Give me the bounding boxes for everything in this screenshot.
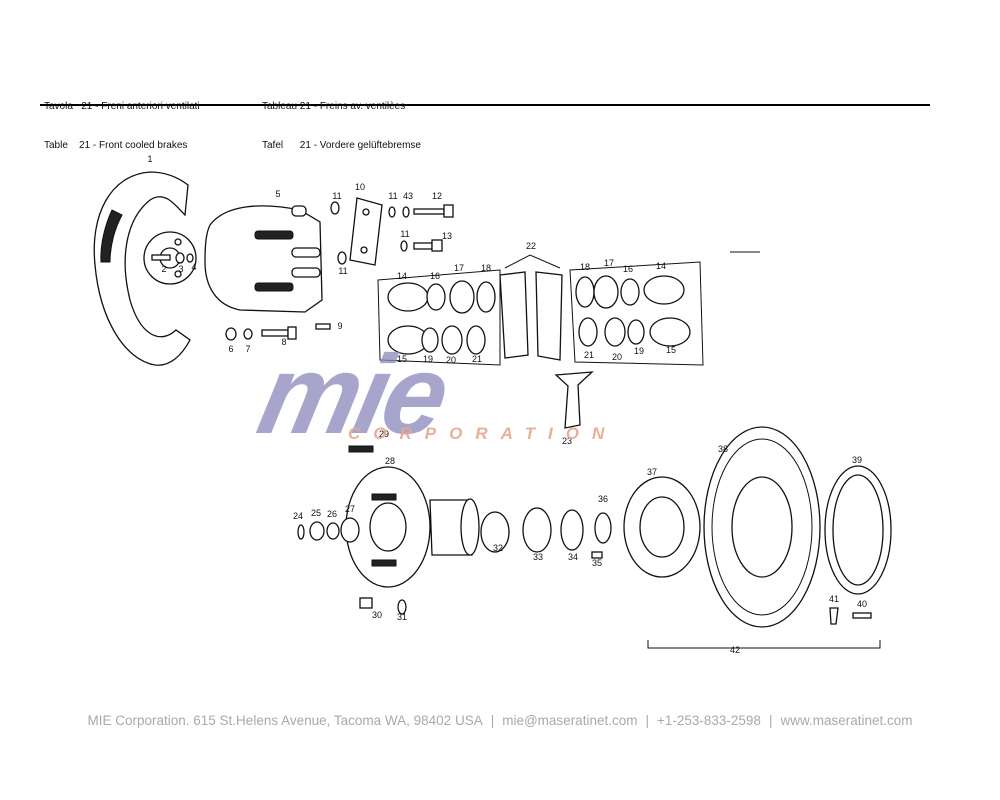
callout-number: 5 — [275, 189, 280, 199]
header-line-italian: Tavola 21 - Freni anteriori ventilati — [44, 101, 200, 112]
part-washers-bolts-6-9 — [225, 323, 331, 341]
callout-number: 43 — [403, 191, 413, 201]
callout-number: 10 — [355, 182, 365, 192]
callout-number: 19 — [423, 354, 433, 364]
part-caliper — [204, 205, 323, 313]
footer: MIE Corporation. 615 St.Helens Avenue, T… — [87, 713, 913, 728]
callout-number: 15 — [397, 354, 407, 364]
callout-number: 6 — [228, 344, 233, 354]
footer-website[interactable]: www.maseratinet.com — [780, 713, 913, 728]
callout-number: 25 — [311, 508, 321, 518]
callout-number: 14 — [397, 271, 407, 281]
callout-number: 9 — [337, 321, 342, 331]
callout-number: 32 — [493, 543, 503, 553]
callout-number: 17 — [604, 258, 614, 268]
callout-number: 33 — [533, 552, 543, 562]
callout-number: 15 — [666, 345, 676, 355]
footer-address: MIE Corporation. 615 St.Helens Avenue, T… — [87, 713, 483, 728]
callout-number: 11 — [332, 191, 341, 201]
part-pistons-seals-right — [569, 261, 704, 366]
callout-number: 4 — [191, 262, 196, 272]
callout-number: 8 — [281, 337, 286, 347]
callout-number: 26 — [327, 509, 337, 519]
callout-number: 17 — [454, 263, 464, 273]
part-dust-shield — [93, 171, 197, 366]
header-rule — [40, 104, 930, 106]
callout-number: 12 — [432, 191, 442, 201]
part-disc-ring — [824, 465, 892, 595]
callout-number: 3 — [178, 264, 183, 274]
callout-number: 41 — [829, 594, 839, 604]
callout-number: 39 — [852, 455, 862, 465]
header-line-german: Tafel 21 - Vordere gelüftebremse — [262, 140, 421, 151]
header-right: Tableau 21 - Freins av. ventilèes Tafel … — [262, 74, 421, 165]
callout-number: 1 — [147, 154, 152, 164]
callout-number: 31 — [397, 612, 407, 622]
bracket-42 — [647, 640, 881, 649]
callout-number: 18 — [580, 262, 590, 272]
callout-number: 11 — [388, 191, 397, 201]
callout-number: 34 — [568, 552, 578, 562]
callout-number: 11 — [400, 229, 409, 239]
callout-number: 16 — [430, 271, 440, 281]
callout-number: 36 — [598, 494, 608, 504]
part-bearings — [480, 507, 612, 559]
callout-number: 28 — [385, 456, 395, 466]
callout-number: 13 — [442, 231, 452, 241]
callout-number: 21 — [472, 354, 482, 364]
callout-number: 35 — [592, 558, 602, 568]
part-bracket-10-13 — [330, 197, 454, 266]
part-hub-assembly — [297, 445, 480, 615]
callout-number: 16 — [623, 264, 633, 274]
callout-number: 27 — [345, 504, 355, 514]
callout-number: 40 — [857, 599, 867, 609]
callout-number: 37 — [647, 467, 657, 477]
header-left: Tavola 21 - Freni anteriori ventilati Ta… — [44, 74, 200, 165]
part-spring-clip — [554, 371, 594, 429]
header-line-french: Tableau 21 - Freins av. ventilèes — [262, 101, 406, 112]
part-brake-pads — [499, 254, 563, 361]
callout-number: 22 — [526, 241, 536, 251]
part-brake-disc — [703, 426, 821, 628]
callout-number: 2 — [161, 264, 166, 274]
callout-number: 20 — [612, 352, 622, 362]
callout-number: 23 — [562, 436, 572, 446]
callout-number: 30 — [372, 610, 382, 620]
callout-number: 38 — [718, 444, 728, 454]
part-bolt-washers-2-4 — [151, 252, 194, 264]
callout-number: 14 — [656, 261, 666, 271]
part-disc-bell — [623, 476, 701, 578]
callout-number: 19 — [634, 346, 644, 356]
callout-number: 7 — [245, 344, 250, 354]
footer-email[interactable]: mie@maseratinet.com — [502, 713, 638, 728]
watermark-word: CORPORATION — [348, 424, 618, 443]
callout-number: 21 — [584, 350, 594, 360]
footer-phone: +1-253-833-2598 — [656, 713, 761, 728]
header-line-english: Table 21 - Front cooled brakes — [44, 140, 188, 151]
callout-number: 42 — [730, 645, 740, 655]
part-pistons-seals-left — [377, 269, 501, 366]
callout-number: 24 — [293, 511, 303, 521]
callout-number: 20 — [446, 355, 456, 365]
part-bolt-tab-40-41 — [829, 607, 872, 625]
callout-number: 29 — [379, 429, 389, 439]
callout-number: 11 — [338, 266, 347, 276]
callout-number: 18 — [481, 263, 491, 273]
